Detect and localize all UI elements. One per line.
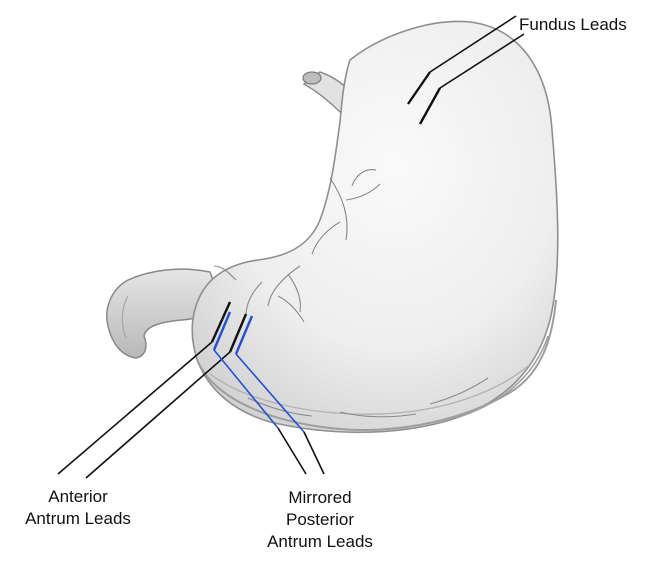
fundus-leads-label: Fundus Leads	[519, 14, 627, 36]
posterior-lead-1	[278, 428, 306, 474]
anterior-antrum-leads-label: Anterior Antrum Leads	[8, 486, 148, 530]
posterior-label-line-3: Antrum Leads	[250, 531, 390, 553]
anterior-label-line-1: Anterior	[8, 486, 148, 508]
posterior-antrum-leads-label: Mirrored Posterior Antrum Leads	[250, 487, 390, 553]
anterior-label-line-2: Antrum Leads	[8, 508, 148, 530]
anterior-lead-1	[58, 342, 212, 474]
stomach-body	[192, 21, 558, 432]
posterior-label-line-2: Posterior	[250, 509, 390, 531]
posterior-label-line-1: Mirrored	[250, 487, 390, 509]
anterior-lead-2	[86, 352, 230, 478]
esophagus-opening	[303, 72, 321, 84]
fundus-label-line-1: Fundus Leads	[519, 14, 627, 36]
posterior-lead-2	[304, 432, 324, 474]
